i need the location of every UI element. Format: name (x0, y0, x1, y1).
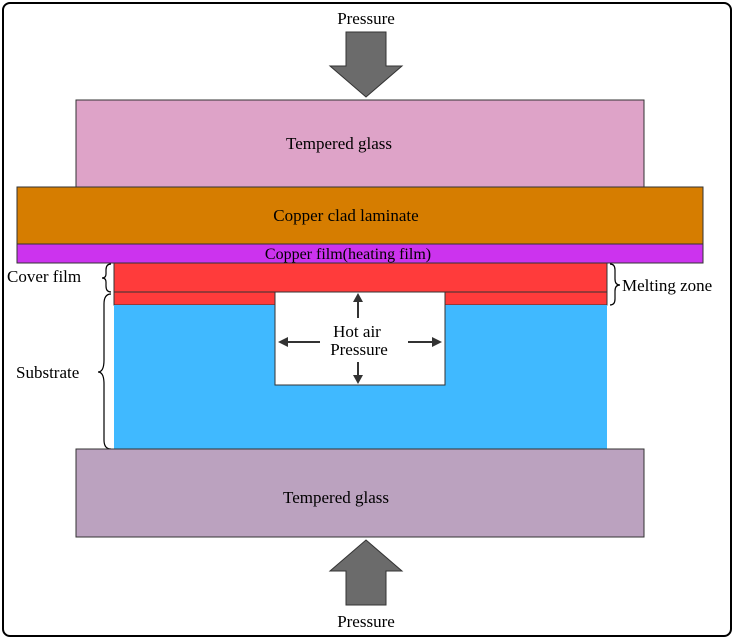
substrate-label: Substrate (16, 363, 79, 382)
cover-film-label: Cover film (7, 267, 81, 286)
bottom-pressure-arrow-icon (328, 539, 404, 606)
melting-zone-right (444, 291, 608, 306)
top-pressure-label: Pressure (337, 9, 395, 28)
melting-zone-left (113, 291, 276, 306)
top-pressure-arrow-icon (328, 31, 404, 98)
cavity-label-hot-air: Hot air (333, 322, 381, 341)
hot-air-cavity (274, 291, 446, 386)
bottom-tempered-glass-label: Tempered glass (283, 488, 389, 507)
cavity-label-pressure: Pressure (330, 340, 388, 359)
top-tempered-glass (75, 99, 645, 188)
bottom-tempered-glass (75, 448, 645, 538)
arrow-up-head-icon (353, 293, 363, 302)
arrow-down-head-icon (353, 375, 363, 384)
copper-film-label: Copper film(heating film) (265, 246, 431, 263)
cavity-arrows (278, 293, 442, 384)
substrate-brace-icon (97, 293, 112, 450)
cover-film-layer (113, 262, 608, 293)
cover-film-brace-icon (101, 263, 112, 293)
melting-zone-brace-icon (609, 263, 621, 306)
copper-clad-laminate (16, 186, 704, 245)
bottom-pressure-label: Pressure (337, 612, 395, 631)
substrate-layer (114, 305, 607, 449)
copper-clad-laminate-label: Copper clad laminate (273, 206, 418, 225)
arrow-left-head-icon (278, 337, 288, 347)
top-tempered-glass-label: Tempered glass (286, 134, 392, 153)
melting-zone-label: Melting zone (622, 276, 712, 295)
arrow-right-head-icon (432, 337, 442, 347)
